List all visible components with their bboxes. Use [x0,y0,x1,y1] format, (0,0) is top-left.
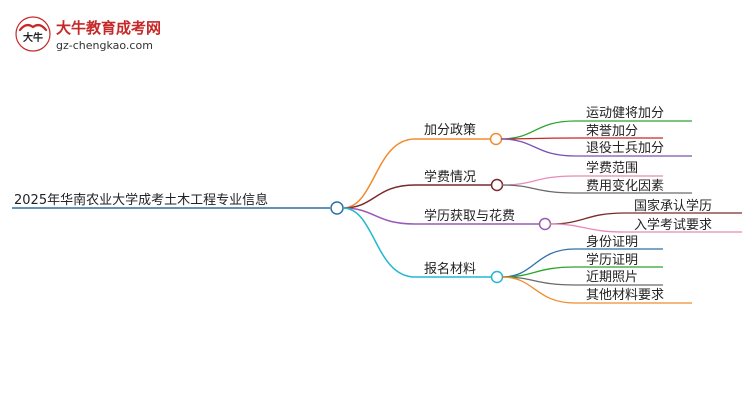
branch-connector [342,207,492,278]
branch-label: 报名材料 [424,261,476,277]
leaf-label: 退役士兵加分 [586,141,664,156]
site-logo[interactable]: 大牛 [15,16,51,52]
leaf-label: 身份证明 [586,234,638,250]
branch-connector [342,184,492,209]
leaf-connector [501,184,692,194]
site-name: 大牛教育成考网 [56,19,161,37]
leaf-label: 费用变化因素 [586,178,664,194]
leaf-label: 运动健将加分 [586,106,664,121]
leaf-connector [500,137,663,140]
leaf-label: 国家承认学历 [634,198,712,214]
site-url[interactable]: gz-chengkao.com [56,39,153,52]
logo-text: 大牛 [23,31,43,44]
leaf-connector [501,248,663,278]
branch-node[interactable] [489,132,503,146]
branch-node[interactable] [538,217,552,231]
leaf-connector [549,212,742,225]
leaf-label: 近期照片 [586,270,638,285]
leaf-label: 学费范围 [586,160,638,176]
branch-node[interactable] [490,178,504,192]
leaf-label: 荣誉加分 [586,124,638,139]
branch-label: 加分政策 [424,122,476,138]
leaf-connector [500,120,692,140]
leaf-connector [500,138,692,157]
branch-connector [342,207,540,225]
branch-node[interactable] [490,270,504,284]
branch-label: 学历获取与花费 [424,208,515,224]
branch-connector [342,138,490,209]
leaf-connector [501,266,663,278]
root-label: 2025年华南农业大学成考土木工程专业信息 [14,192,268,208]
leaf-connector [501,276,692,304]
branch-label: 学费情况 [424,169,476,185]
leaf-connector [549,223,742,233]
leaf-label: 学历证明 [586,252,638,268]
leaf-connector [501,175,663,186]
leaf-label: 其他材料要求 [586,288,664,303]
root-node[interactable] [330,201,344,215]
leaf-label: 入学考试要求 [634,217,712,233]
logo-horns-icon [18,23,48,32]
